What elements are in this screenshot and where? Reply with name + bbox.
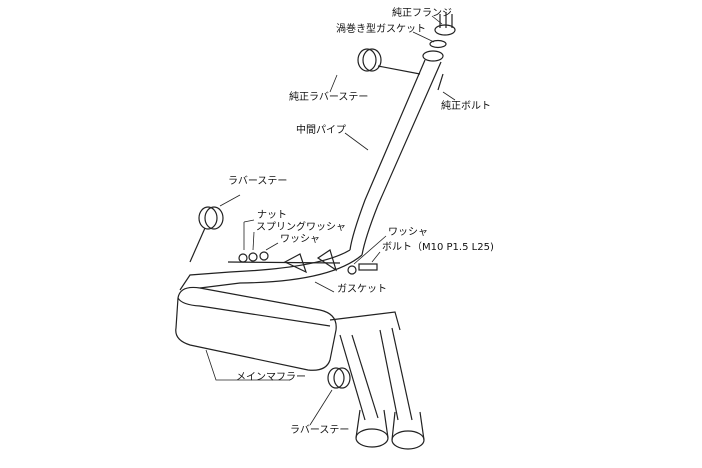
gaskets <box>283 249 338 274</box>
label-main-muffler: メインマフラー <box>236 372 306 383</box>
label-washer-left: ワッシャ <box>280 234 320 245</box>
label-rubber-stay-bottom: ラバーステー <box>290 425 350 436</box>
oem-bolt-part <box>437 73 444 91</box>
label-washer-right: ワッシャ <box>388 227 428 238</box>
spiral-gasket-part <box>429 39 447 49</box>
connecting-pipe-2 <box>199 254 363 289</box>
label-rubber-stay-top: ラバーステー <box>228 176 288 187</box>
leader-lines <box>205 15 456 426</box>
main-muffler-part <box>175 286 337 371</box>
label-oem-flange: 純正フランジ <box>392 8 452 19</box>
rubber-stay-bottom-part <box>327 367 351 389</box>
oem-flange-part <box>434 12 456 36</box>
tail-pipes <box>329 311 425 450</box>
center-pipe-part <box>349 50 444 256</box>
connecting-pipe <box>179 249 351 291</box>
label-center-pipe: 中間パイプ <box>296 125 346 136</box>
rubber-stay-top-part <box>189 206 224 263</box>
label-gasket: ガスケット <box>337 284 387 295</box>
nut-washers <box>227 251 341 264</box>
bolt-washer <box>347 263 378 275</box>
label-spring-washer: スプリングワッシャ <box>256 222 346 233</box>
label-oem-bolt: 純正ボルト <box>441 101 491 112</box>
oem-rubber-stay-part <box>357 48 421 75</box>
label-bolt: ボルト（M10 P1.5 L25) <box>382 242 494 253</box>
label-oem-rubber-stay: 純正ラバーステー <box>289 92 369 103</box>
label-nut: ナット <box>257 210 287 221</box>
label-spiral-gasket: 渦巻き型ガスケット <box>336 24 426 35</box>
